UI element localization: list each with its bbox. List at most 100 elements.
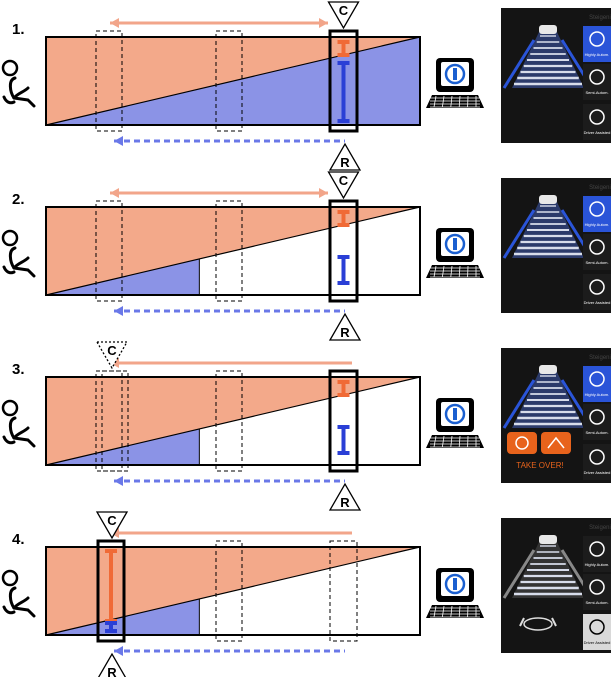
- control-arrow: [110, 358, 352, 368]
- mode-icon: [589, 69, 605, 85]
- active-column: [328, 369, 359, 473]
- responsibility-arrow-head-left: [114, 646, 123, 656]
- mode-label: Highly Autom.: [585, 392, 610, 397]
- responsibility-arrow-head-left: [114, 306, 123, 316]
- mode-label: Semi-Autom.: [585, 600, 608, 605]
- mode-icon: [589, 201, 605, 217]
- panel-number: 1.: [12, 21, 25, 38]
- machine-bar: [105, 621, 117, 633]
- machine-bar: [337, 425, 350, 455]
- driver-icon: [1, 399, 36, 448]
- takeover-driver-icon: [541, 432, 571, 454]
- road-view: [502, 25, 594, 89]
- control-marker-label: C: [107, 343, 117, 358]
- computer-icon: [426, 398, 484, 448]
- responsibility-arrow: [114, 646, 345, 656]
- display-header: Steigeni: [589, 355, 611, 361]
- mode-item-2: Semi-Autom.: [583, 234, 611, 270]
- mode-label: Semi-Autom.: [585, 260, 608, 265]
- mode-icon: [589, 449, 605, 465]
- control-marker-label: C: [339, 173, 349, 188]
- mode-icon: [589, 579, 605, 595]
- display-header: Steigeni: [589, 185, 611, 191]
- control-arrow-head-right: [319, 18, 328, 28]
- mode-item-3: Driver Assisted: [583, 104, 611, 140]
- takeover-car-icon: [507, 432, 537, 454]
- machine-bar: [337, 255, 350, 285]
- panel-number: 3.: [12, 361, 25, 378]
- dashed-column-2: [329, 540, 358, 642]
- car-icon: [539, 365, 557, 374]
- mode-label: Driver Assisted: [584, 130, 611, 135]
- responsibility-arrow: [114, 476, 345, 486]
- mode-icon: [589, 619, 605, 635]
- responsibility-arrow-head-left: [114, 136, 123, 146]
- mode-item-2: Semi-Autom.: [583, 574, 611, 610]
- mode-item-2: Semi-Autom.: [583, 64, 611, 100]
- control-marker: C: [327, 1, 360, 30]
- mode-item-3: Driver Assisted: [583, 274, 611, 310]
- diagram-frame: [45, 206, 421, 296]
- mode-label: Semi-Autom.: [585, 430, 608, 435]
- responsibility-marker: R: [97, 652, 127, 677]
- car-icon: [539, 195, 557, 204]
- responsibility-arrow-head-left: [114, 476, 123, 486]
- mode-label: Semi-Autom.: [585, 90, 608, 95]
- display-header: Steigeni: [589, 15, 611, 21]
- mode-item-3: Driver Assisted: [583, 444, 611, 480]
- active-column: [328, 199, 359, 303]
- driver-icon: [1, 59, 36, 108]
- steering-hands-icon: [519, 617, 557, 631]
- mode-icon: [589, 279, 605, 295]
- control-marker-label: C: [339, 3, 349, 18]
- mode-icon: [589, 371, 605, 387]
- takeover-text: TAKE OVER!: [516, 461, 563, 470]
- responsibility-marker: R: [328, 142, 362, 171]
- control-arrow-head-left: [110, 18, 119, 28]
- mode-item-1: Highly Autom.: [583, 536, 611, 572]
- mode-label: Driver Assisted: [584, 640, 611, 645]
- car-icon: [539, 25, 557, 34]
- display-header: Steigeni: [589, 525, 611, 531]
- mode-item-1: Highly Autom.: [583, 366, 611, 402]
- diagram-frame: [45, 546, 421, 636]
- active-column: [96, 539, 126, 643]
- control-arrow: [110, 188, 328, 198]
- road-view: [502, 365, 594, 429]
- active-column: [328, 29, 359, 133]
- control-arrow-head-right: [319, 188, 328, 198]
- responsibility-marker-label: R: [340, 495, 350, 510]
- mode-label: Driver Assisted: [584, 300, 611, 305]
- responsibility-marker-label: R: [107, 665, 117, 677]
- car-icon: [539, 535, 557, 544]
- driver-icon: [1, 229, 36, 278]
- panel-number: 4.: [12, 531, 25, 548]
- driver-icon: [1, 569, 36, 618]
- road-view: [502, 195, 594, 259]
- control-marker: C: [95, 341, 129, 370]
- computer-icon: [426, 58, 484, 108]
- human-bar: [337, 380, 350, 397]
- control-arrow: [110, 18, 328, 28]
- machine-bar: [337, 61, 350, 123]
- control-arrow: [110, 528, 352, 538]
- responsibility-marker: R: [328, 482, 362, 511]
- takeover-alert: TAKE OVER!: [507, 432, 571, 470]
- panel-number: 2.: [12, 191, 25, 208]
- mode-label: Highly Autom.: [585, 222, 610, 227]
- mode-item-3: Driver Assisted: [583, 614, 611, 650]
- responsibility-marker: R: [328, 312, 362, 341]
- human-bar: [337, 210, 350, 227]
- responsibility-arrow: [114, 136, 345, 146]
- mode-icon: [589, 31, 605, 47]
- human-bar: [337, 40, 350, 57]
- computer-icon: [426, 228, 484, 278]
